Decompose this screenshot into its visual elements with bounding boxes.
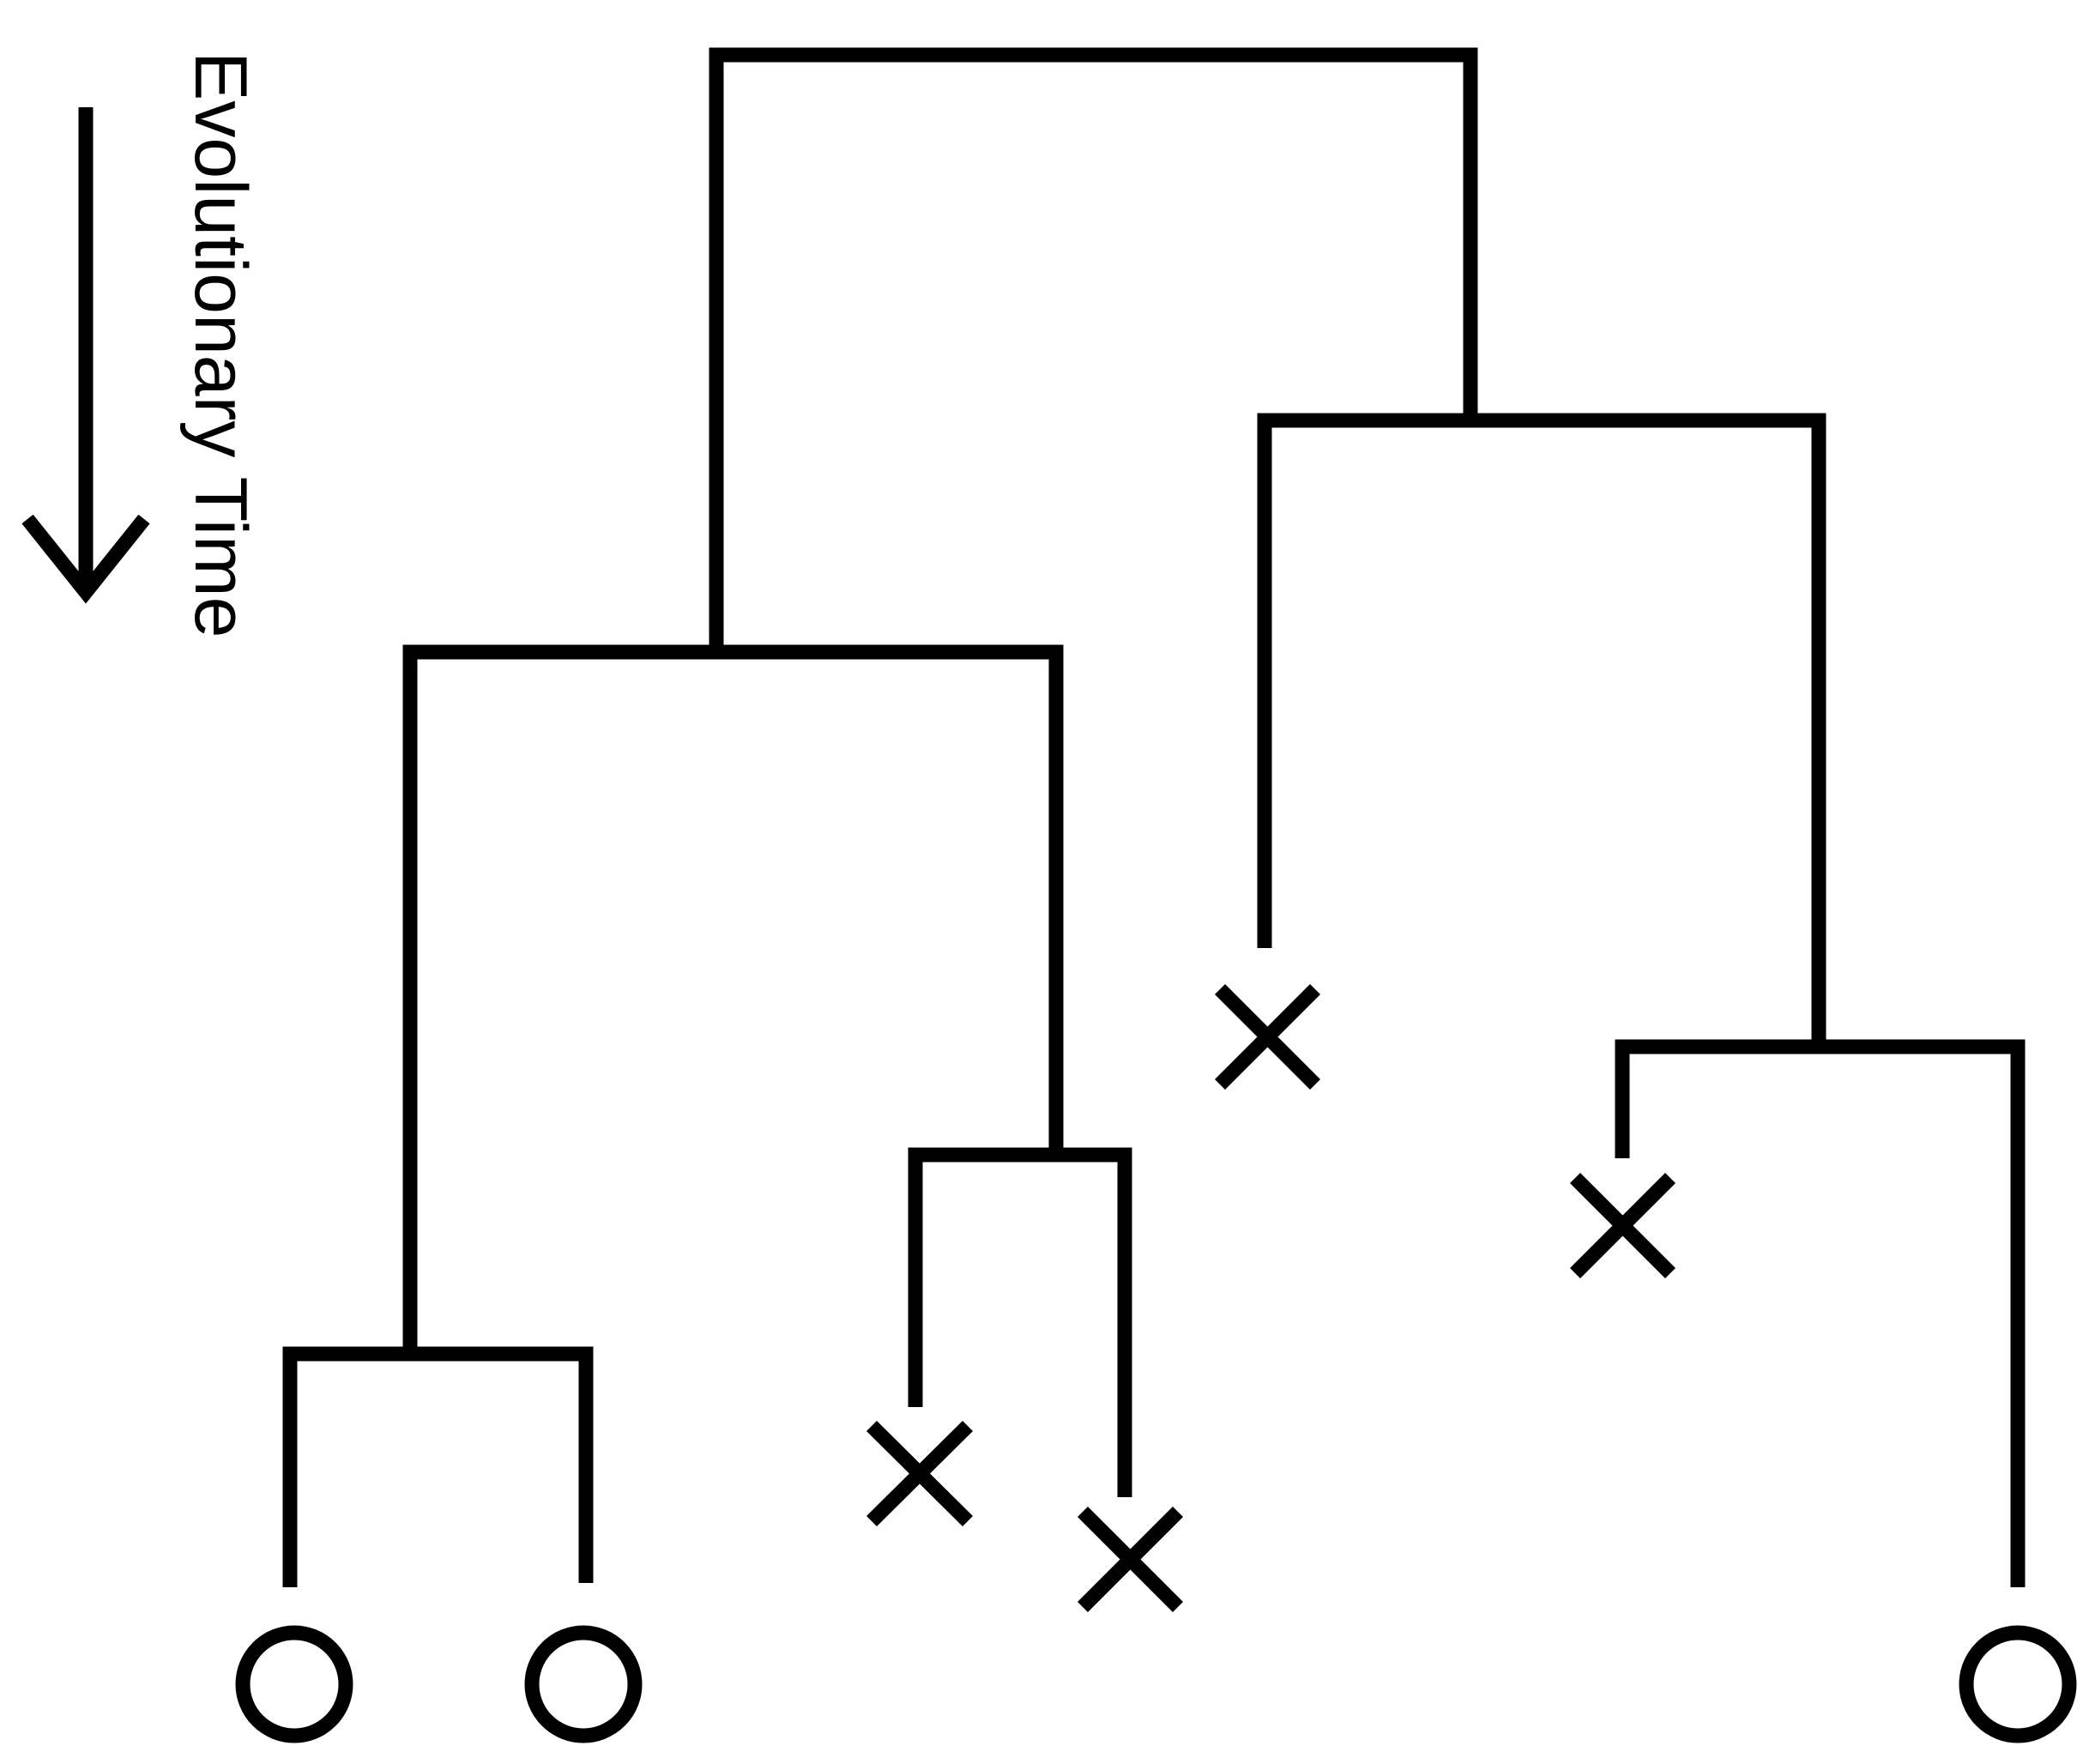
leaf-a-extant-circle-icon — [235, 1625, 353, 1743]
leaf-f-extinct-x-icon — [1569, 1172, 1676, 1279]
leaf-g-extant-circle-icon — [1959, 1625, 2077, 1743]
root-branch — [709, 47, 1478, 652]
leaf-c-extinct-x-icon — [866, 1420, 973, 1527]
time-axis-label: Evolutionary Time — [179, 51, 262, 638]
right-clade-branch — [1257, 413, 1826, 1047]
left-clade-branch — [402, 644, 1064, 1354]
tree-branches — [282, 47, 2026, 1587]
leaf-d-extinct-x-icon — [1077, 1506, 1184, 1613]
leaf-e-extinct-x-icon — [1214, 983, 1321, 1090]
leaf-b-extant-circle-icon — [524, 1625, 643, 1743]
clade-cd-branch — [908, 1147, 1132, 1497]
leaf-markers — [235, 983, 2077, 1743]
clade-ab-branch — [282, 1346, 594, 1587]
clade-fg-branch — [1615, 1039, 2026, 1587]
time-arrow-icon — [21, 107, 150, 604]
